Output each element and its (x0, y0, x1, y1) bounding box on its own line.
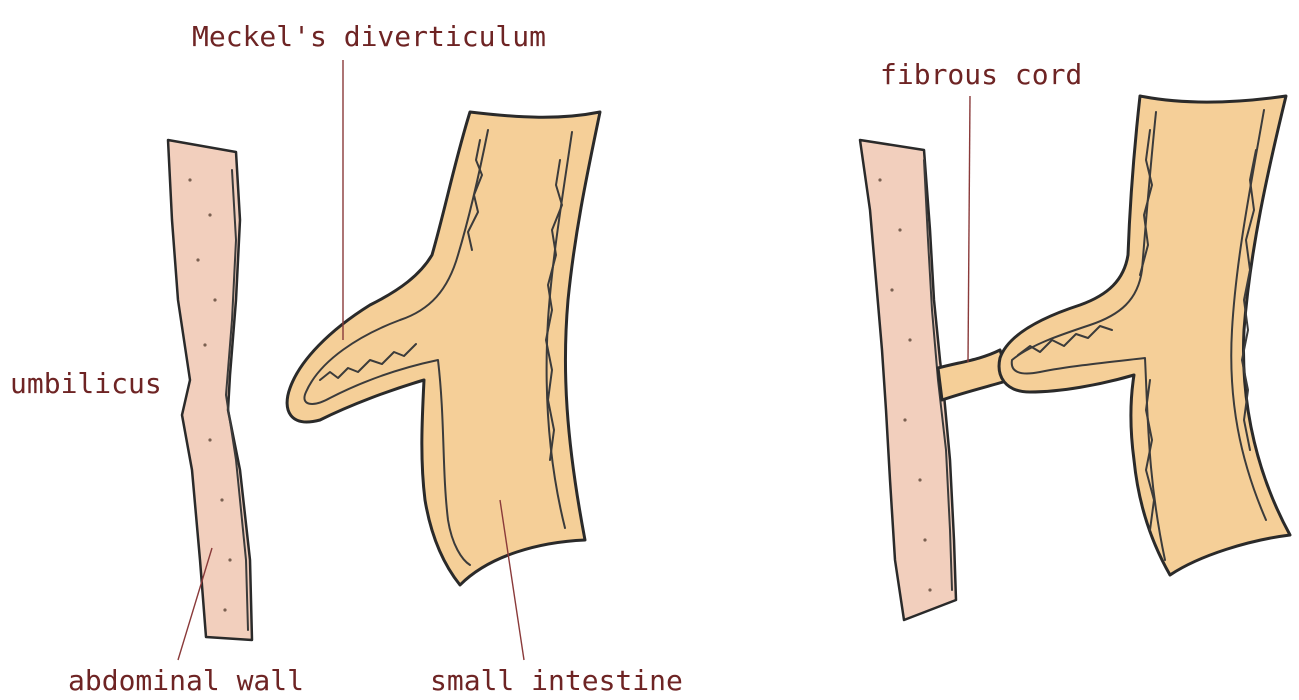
leader-fibrous-cord (968, 96, 970, 362)
label-fibrous-cord: fibrous cord (880, 58, 1082, 91)
left-panel: Meckel's diverticulum umbilicus abdomina… (10, 20, 683, 697)
right-panel: fibrous cord (860, 58, 1290, 620)
label-abdominal-wall: abdominal wall (68, 664, 304, 697)
label-meckels-diverticulum: Meckel's diverticulum (192, 20, 546, 53)
label-umbilicus: umbilicus (10, 367, 162, 400)
small-intestine-left (287, 112, 600, 585)
label-small-intestine-left: small intestine (430, 664, 683, 697)
